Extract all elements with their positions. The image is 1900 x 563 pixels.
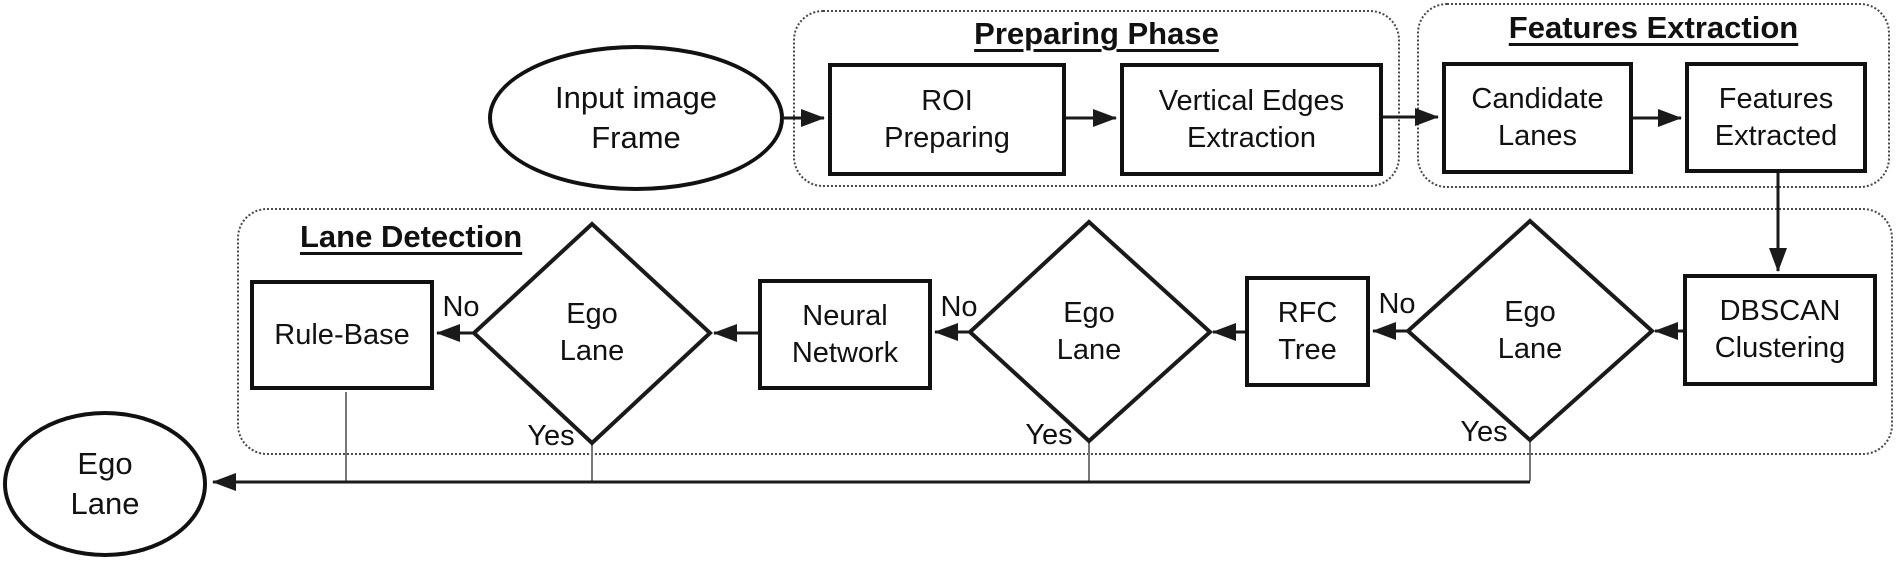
group-title-lane-detection: Lane Detection <box>300 219 523 254</box>
node-label: Clustering <box>1714 332 1846 364</box>
decision-label-ego-lane-2: Ego Lane <box>1009 295 1169 369</box>
node-label: Lanes <box>1497 120 1577 152</box>
terminal-ego-lane-output: Ego Lane <box>3 411 207 557</box>
decision-label-ego-lane-3: Ego Lane <box>1450 294 1610 368</box>
edge-label-no-1: No <box>442 291 480 323</box>
edge-label-yes-2: Yes <box>1025 419 1073 451</box>
node-rule-base: Rule-Base <box>250 280 434 390</box>
node-features-extracted: Features Extracted <box>1685 62 1867 173</box>
decision-label-line: Lane <box>1497 333 1563 365</box>
edge-label-yes-1: Yes <box>527 420 575 452</box>
node-label: RFC <box>1277 296 1338 329</box>
node-candidate-lanes: Candidate Lanes <box>1442 62 1633 174</box>
terminal-input-image-frame: Input image Frame <box>488 45 784 191</box>
decision-label-line: Lane <box>1056 334 1122 366</box>
node-label: Candidate <box>1471 83 1604 115</box>
node-label: Extraction <box>1187 121 1316 154</box>
node-label: Rule-Base <box>274 318 410 351</box>
decision-label-line: Ego <box>1504 296 1556 328</box>
terminal-label: Ego <box>77 446 133 481</box>
node-label: Tree <box>1278 333 1337 366</box>
terminal-label: Lane <box>70 486 140 521</box>
group-title-features-extraction: Features Extraction <box>1508 10 1799 45</box>
node-rfc-tree: RFC Tree <box>1245 276 1370 387</box>
group-lane-detection <box>237 208 1893 455</box>
decision-label-ego-lane-1: Ego Lane <box>512 296 672 370</box>
decision-label-line: Ego <box>566 298 618 330</box>
node-label: Features <box>1718 82 1834 115</box>
group-preparing-phase <box>793 10 1400 187</box>
terminal-label: Frame <box>591 120 681 155</box>
node-label: Extracted <box>1714 119 1838 152</box>
edge-label-yes-3: Yes <box>1460 416 1508 448</box>
node-label: Network <box>791 336 899 369</box>
node-label: Preparing <box>884 121 1010 154</box>
node-label: DBSCAN <box>1719 295 1841 327</box>
node-neural-network: Neural Network <box>758 279 932 390</box>
group-features-extraction <box>1417 3 1890 188</box>
node-label: ROI <box>921 84 973 117</box>
edge-label-no-2: No <box>940 291 978 323</box>
node-dbscan-clustering: DBSCAN Clustering <box>1683 274 1877 386</box>
node-label: Neural <box>802 299 888 332</box>
node-vertical-edges-extraction: Vertical Edges Extraction <box>1120 63 1383 176</box>
group-title-preparing-phase: Preparing Phase <box>974 16 1219 51</box>
decision-label-line: Ego <box>1063 297 1115 329</box>
node-roi-preparing: ROI Preparing <box>828 63 1066 176</box>
decision-label-line: Lane <box>559 335 625 367</box>
terminal-label: Input image <box>555 80 717 115</box>
node-label: Vertical Edges <box>1158 84 1345 117</box>
edge-label-no-3: No <box>1378 288 1416 320</box>
